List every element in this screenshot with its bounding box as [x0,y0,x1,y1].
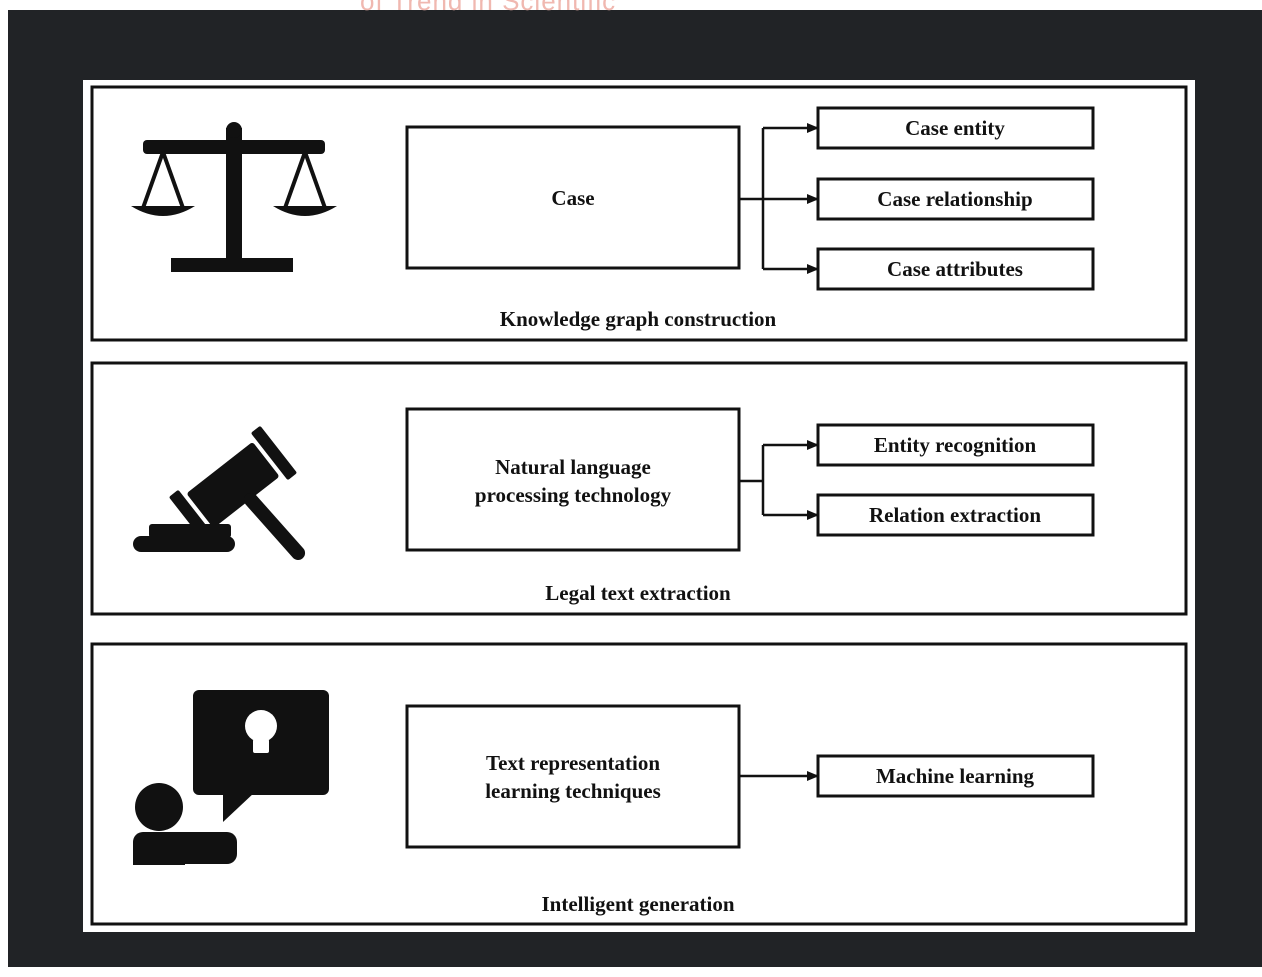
text-representation-box [405,704,741,849]
diagram-svg: Case Case entity Case relationship Case … [90,85,1188,926]
panel2-connectors [739,440,819,520]
gavel-icon [133,426,306,560]
case-relationship-label: Case relationship [877,187,1032,211]
watermark-text: of Trend in Scientific [360,0,617,16]
person-idea-icon [133,690,329,865]
machine-learning-label: Machine learning [876,764,1035,788]
panel-legal-text [90,361,1188,616]
panel-intelligent-generation [90,642,1188,926]
nlp-label-line1: Natural language [495,455,651,479]
scales-of-justice-icon [131,122,337,272]
panel1-connectors [739,123,819,274]
case-attributes-label: Case attributes [887,257,1023,281]
case-label: Case [551,186,594,210]
machine-learning-box [816,754,1095,798]
relation-extraction-label: Relation extraction [869,503,1041,527]
entity-recognition-label: Entity recognition [874,433,1037,457]
entity-recognition-box [816,423,1095,467]
text-representation-line1: Text representation [486,751,660,775]
panel1-caption: Knowledge graph construction [500,307,777,331]
nlp-box [405,407,741,552]
diagram-figure: Case Case entity Case relationship Case … [83,80,1195,932]
text-representation-line2: learning techniques [485,779,661,803]
case-entity-box [816,106,1095,150]
case-box [405,125,741,270]
case-relationship-box [816,177,1095,221]
nlp-label-line2: processing technology [475,483,672,507]
panel2-caption: Legal text extraction [545,581,731,605]
relation-extraction-box [816,493,1095,537]
panel3-caption: Intelligent generation [541,892,734,916]
case-attributes-box [816,247,1095,291]
case-entity-label: Case entity [905,116,1005,140]
panel-knowledge-graph [90,85,1188,342]
